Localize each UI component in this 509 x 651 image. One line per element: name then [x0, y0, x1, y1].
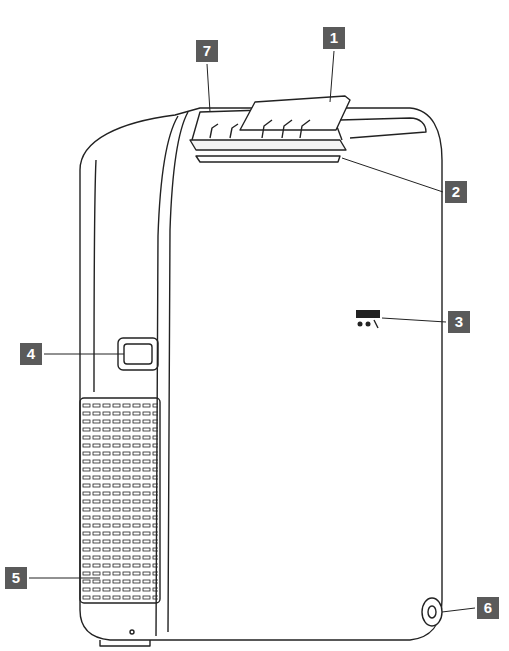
callout-number: 3 [448, 311, 470, 333]
callout-number: 6 [477, 597, 499, 619]
callout-number: 5 [5, 567, 27, 589]
callout-number: 4 [20, 343, 42, 365]
callout-number: 1 [323, 27, 345, 49]
callout-number: 2 [445, 181, 467, 203]
callout-number: 7 [196, 40, 218, 62]
